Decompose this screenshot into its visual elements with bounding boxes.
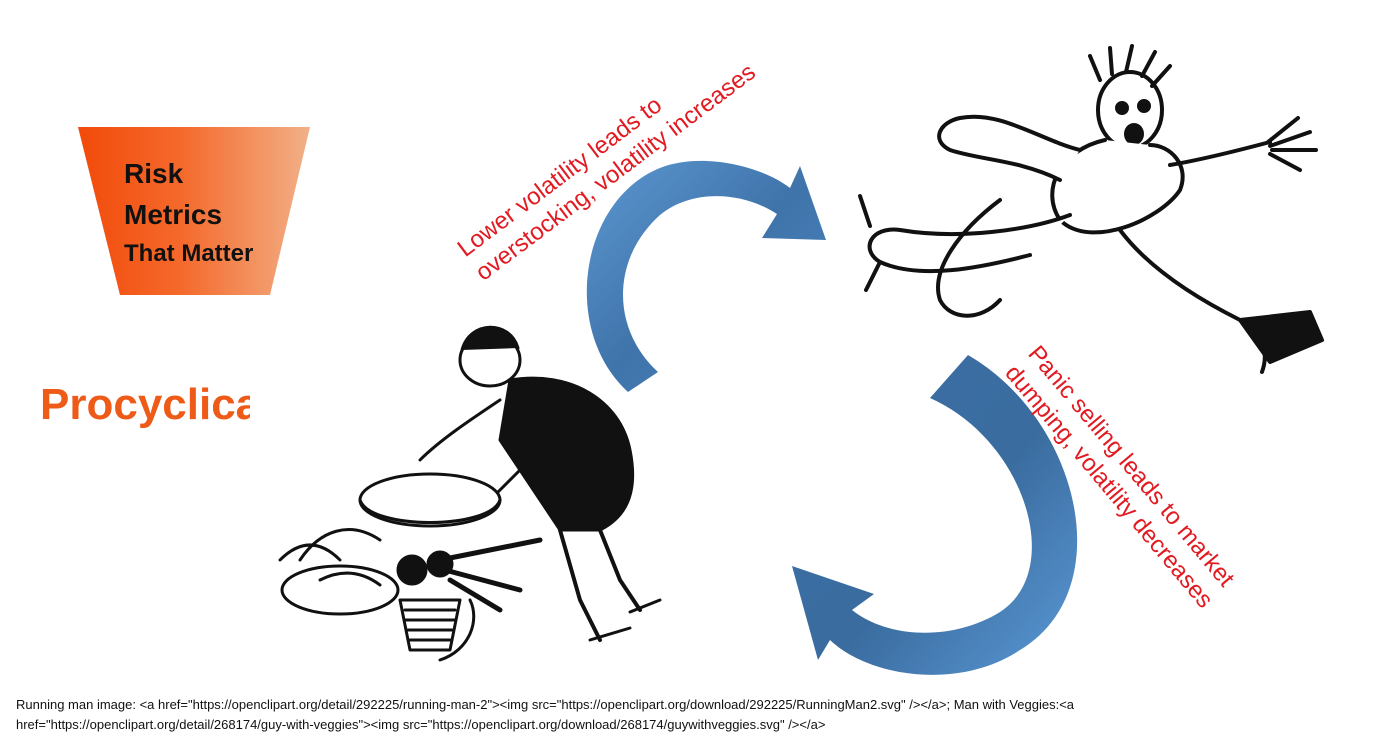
veggies-man-illustration [278, 325, 662, 662]
logo-badge [78, 127, 310, 295]
logo-text-metrics: Metrics [124, 199, 223, 230]
cycle-arrow-down [792, 355, 1078, 675]
image-credit-line1: Running man image: <a href="https://open… [16, 697, 1075, 712]
logo-text-that-matter: That Matter [124, 240, 254, 267]
cycle-arrow-up [586, 160, 826, 392]
running-man-illustration [858, 44, 1324, 374]
image-credit: Running man image: <a href="https://open… [16, 695, 1336, 735]
logo-text-risk: Risk [124, 158, 184, 189]
image-credit-line2: href="https://openclipart.org/detail/268… [16, 717, 826, 732]
